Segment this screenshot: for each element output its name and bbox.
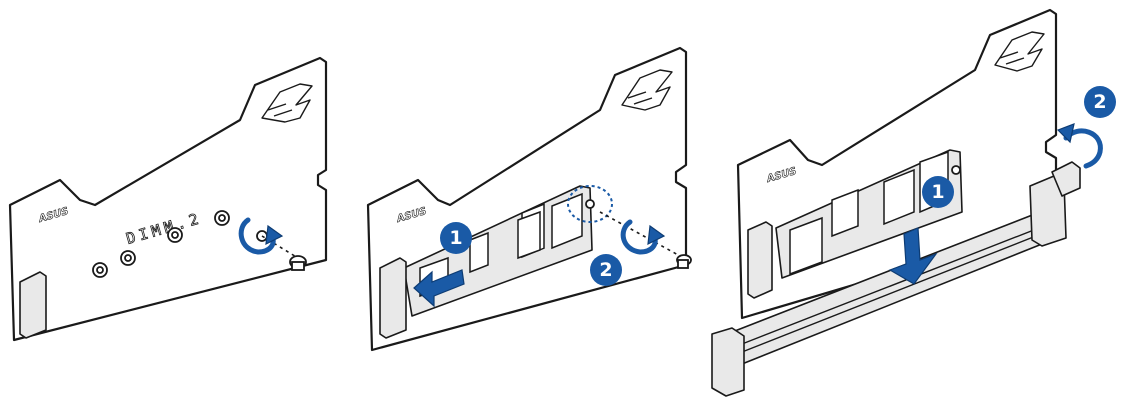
step-badge-2: 2	[590, 254, 622, 286]
rog-emblem	[261, 83, 313, 123]
dimm2-board	[8, 56, 328, 342]
step-badge-1: 1	[440, 222, 472, 254]
step-badge-1: 1	[922, 176, 954, 208]
svg-text:2: 2	[599, 259, 612, 281]
slide-out-arrow-icon	[413, 269, 465, 308]
loose-screw	[676, 254, 692, 269]
svg-text:1: 1	[931, 181, 944, 203]
panel-1-bare-board: ASUS DIMM.2	[8, 56, 328, 342]
ssd-chip	[469, 231, 489, 274]
ssd-screw	[951, 165, 961, 175]
svg-text:2: 2	[1093, 91, 1106, 113]
svg-text:1: 1	[449, 227, 462, 249]
panel-2-remove-ssd: ASUS 1 2	[366, 46, 692, 352]
card-latch	[747, 221, 773, 299]
rog-emblem	[621, 69, 673, 111]
card-latch	[379, 257, 407, 339]
ssd-controller	[551, 192, 583, 250]
ssd-screw	[585, 199, 595, 209]
unscrew-arrow-icon	[620, 219, 658, 255]
panel-3-install-card: ASUS 1 2	[711, 8, 1116, 397]
step-badge-2: 2	[1084, 86, 1116, 118]
ssd-chip	[789, 216, 823, 276]
latch-clip	[1051, 161, 1081, 197]
close-latch-arrow-icon	[1063, 128, 1103, 169]
ssd-chip	[883, 168, 915, 226]
card-latch	[19, 271, 47, 339]
ssd-chip	[517, 210, 541, 260]
screw-highlight-ring	[567, 185, 613, 223]
unscrew-arrow-icon	[238, 217, 276, 255]
insert-down-arrow-icon	[888, 227, 938, 285]
standoff-holes	[92, 210, 268, 278]
slot-latch-left	[711, 327, 745, 397]
rog-emblem	[994, 31, 1045, 72]
ssd-chip	[831, 188, 859, 238]
